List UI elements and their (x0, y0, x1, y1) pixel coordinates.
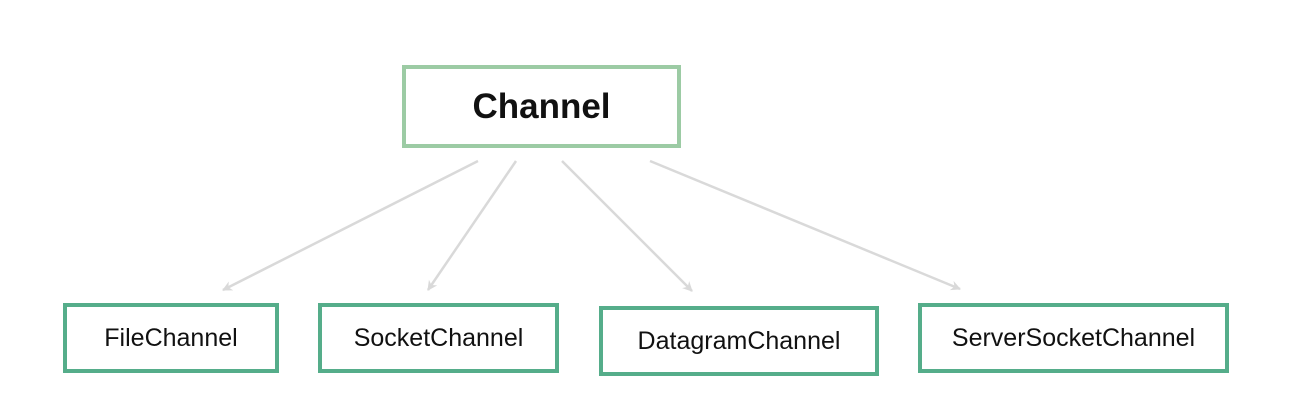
node-filechannel: FileChannel (63, 303, 279, 373)
node-socketchannel: SocketChannel (318, 303, 559, 373)
node-channel: Channel (402, 65, 681, 148)
node-datagramchannel: DatagramChannel (599, 306, 879, 376)
arrow-channel-to-socketchannel (426, 160, 518, 291)
arrow-channel-to-serversocketchannel (649, 159, 961, 291)
arrow-channel-to-datagramchannel (561, 160, 693, 292)
node-serversocketchannel-label: ServerSocketChannel (951, 323, 1196, 352)
node-serversocketchannel: ServerSocketChannel (918, 303, 1229, 373)
node-datagramchannel-label: DatagramChannel (637, 326, 841, 355)
node-channel-label: Channel (472, 86, 611, 126)
arrow-channel-to-filechannel (222, 159, 479, 292)
node-filechannel-label: FileChannel (104, 323, 238, 352)
node-socketchannel-label: SocketChannel (353, 323, 524, 352)
